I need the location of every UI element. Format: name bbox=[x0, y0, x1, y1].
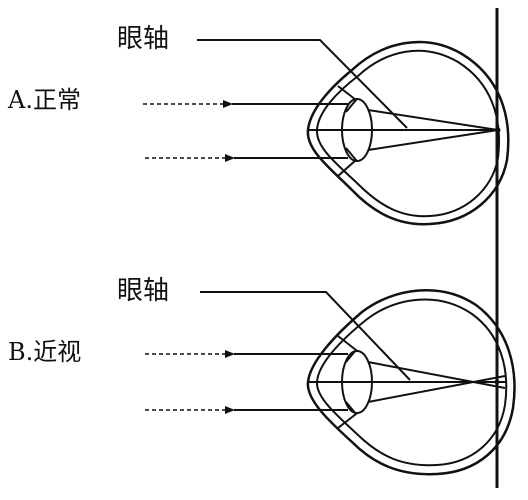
eyeball-inner bbox=[315, 49, 500, 218]
refracted-ray bbox=[367, 109, 499, 131]
eyeball-outer bbox=[306, 289, 516, 476]
refracted-ray bbox=[367, 361, 506, 389]
refracted-ray bbox=[367, 375, 506, 403]
axis-label-leader bbox=[200, 291, 411, 381]
iris bbox=[337, 335, 358, 429]
focus-point bbox=[495, 127, 501, 133]
eyeball-outer bbox=[306, 40, 510, 226]
panel-normal bbox=[143, 39, 510, 226]
refracted-ray bbox=[367, 129, 499, 151]
panel-myopia bbox=[145, 289, 516, 476]
axis-label-normal: 眼轴 bbox=[117, 24, 170, 54]
axis-label-myopia: 眼轴 bbox=[117, 276, 170, 306]
focus-point bbox=[494, 379, 500, 385]
case-label-myopia: B.近视 bbox=[8, 338, 82, 366]
case-label-normal: A.正常 bbox=[8, 86, 81, 114]
axis-label-leader bbox=[197, 39, 408, 129]
